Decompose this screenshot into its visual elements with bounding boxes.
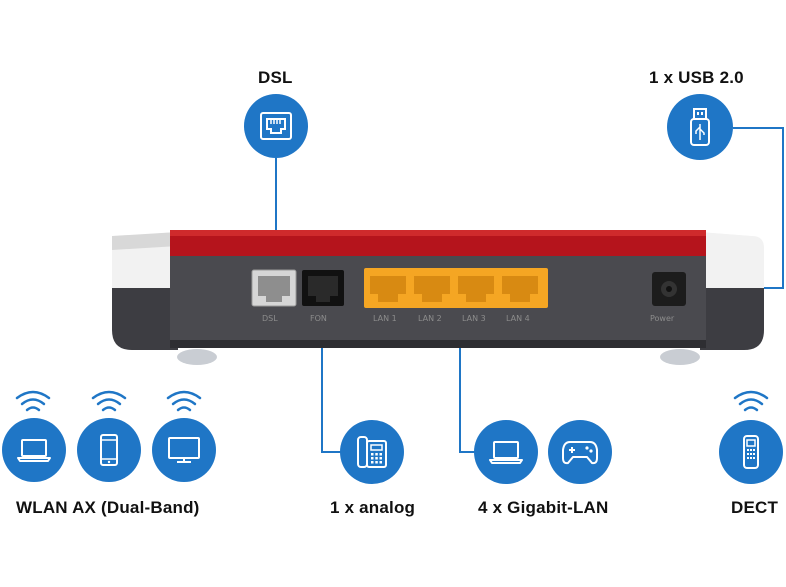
port-label-lan3: LAN 3 <box>462 314 486 323</box>
router-red-top <box>170 230 706 258</box>
wifi-icon-3 <box>166 390 202 412</box>
usb-circle <box>667 94 733 160</box>
smartphone-icon <box>100 434 118 466</box>
router-foot-left <box>177 349 217 365</box>
wlan-monitor-circle <box>152 418 216 482</box>
router-foot-right <box>660 349 700 365</box>
analog-label: 1 x analog <box>330 498 416 517</box>
wifi-icon-dect <box>733 390 769 412</box>
dect-label: DECT <box>731 498 779 517</box>
gamepad-icon <box>562 441 598 465</box>
usb-stick-icon <box>690 108 710 146</box>
telephone-icon <box>357 436 387 468</box>
dsl-circle <box>244 94 308 158</box>
port-label-lan1: LAN 1 <box>373 314 397 323</box>
port-label-dsl: DSL <box>262 314 278 323</box>
lan-gamepad-circle <box>548 420 612 484</box>
port-label-fon: FON <box>310 314 327 323</box>
ethernet-port-icon <box>260 112 292 140</box>
dsl-label: DSL <box>258 68 293 87</box>
port-label-power: Power <box>650 314 675 323</box>
laptop-icon <box>489 441 523 464</box>
lan-laptop-circle <box>474 420 538 484</box>
lan-ports <box>364 268 548 308</box>
usb-label: 1 x USB 2.0 <box>649 68 744 87</box>
monitor-icon <box>168 437 200 463</box>
cordless-phone-icon <box>743 435 759 469</box>
port-label-lan4: LAN 4 <box>506 314 530 323</box>
lan-label: 4 x Gigabit-LAN <box>478 498 609 517</box>
wlan-label: WLAN AX (Dual-Band) <box>16 498 200 517</box>
wifi-icon-1 <box>15 390 51 412</box>
dect-circle <box>719 420 783 484</box>
wifi-icon-2 <box>91 390 127 412</box>
analog-circle <box>340 420 404 484</box>
port-label-lan2: LAN 2 <box>418 314 442 323</box>
laptop-icon <box>17 439 51 462</box>
wlan-phone-circle <box>77 418 141 482</box>
wlan-laptop-circle <box>2 418 66 482</box>
